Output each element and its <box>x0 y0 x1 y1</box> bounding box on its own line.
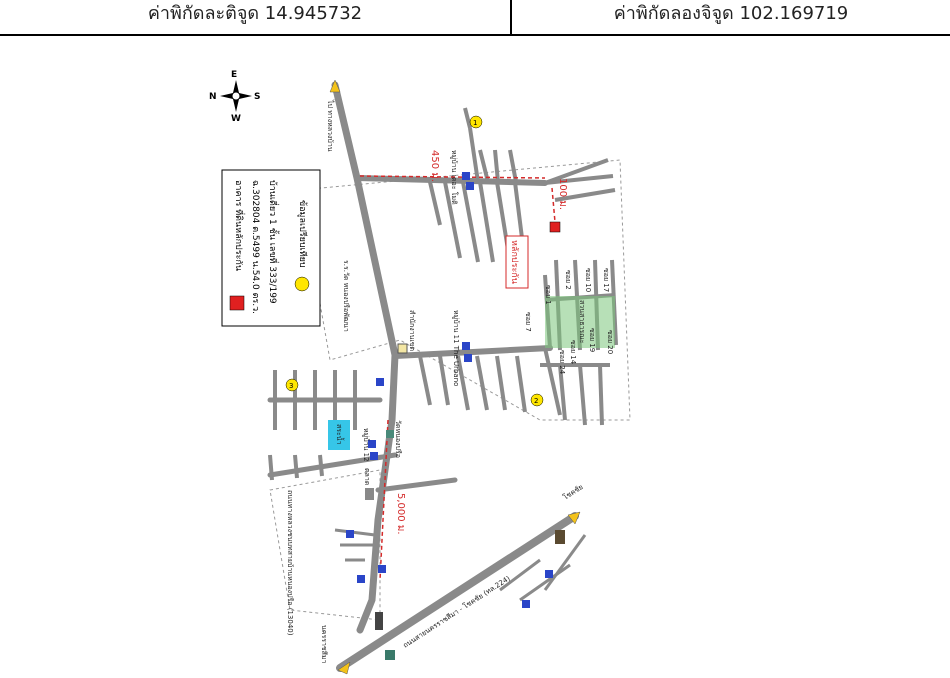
label-soi-17: ซอย 17 <box>602 268 610 292</box>
road-to-market <box>375 477 458 493</box>
house-icon <box>466 182 474 190</box>
house-icon <box>462 342 470 350</box>
compass-w: W <box>231 114 241 124</box>
village-icons <box>346 172 553 608</box>
label-soi-20: ซอย 20 <box>606 330 614 354</box>
label-chokchai: โชคชัย <box>561 482 584 502</box>
legend-subject-swatch <box>229 295 245 311</box>
temple-icon <box>386 430 394 438</box>
collateral-label-box <box>505 235 529 289</box>
distance-5000: 5,000 ม. <box>395 493 406 535</box>
comparable-number-3: 3 <box>289 382 293 390</box>
comparable-markers <box>285 115 544 407</box>
compass-n: N <box>209 92 217 102</box>
label-soi-7: ซอย 7 <box>524 312 532 332</box>
house-icon <box>378 565 386 573</box>
legend-comparable-label: ข้อมูลเปรียบเทียบ <box>297 200 308 268</box>
comparable-marker-2 <box>530 393 544 407</box>
label-road-side: ถนนทางหลวงชนบทสายบ้านหนองปรือ (13040) <box>286 490 294 636</box>
label-market: ตลาด <box>363 468 371 485</box>
market-icon <box>365 488 374 500</box>
label-village-mid: หมู่บ้าน 11 The Urbano <box>452 310 460 386</box>
label-soi-1: ซอย 1 <box>544 285 552 305</box>
label-soi-10: ซอย 10 <box>584 268 592 292</box>
distance-450: 450 ม. <box>429 150 440 182</box>
distance-lines <box>359 175 556 581</box>
compass-e: E <box>231 70 237 80</box>
legend-comparable-swatch <box>294 276 310 292</box>
house-icon <box>462 172 470 180</box>
lanes-mid <box>418 259 618 426</box>
area-boundary-2 <box>269 469 381 621</box>
longitude-label: ค่าพิกัดลองจิจูด 102.169719 <box>613 3 849 24</box>
label-temple: วัดหนองปรือ <box>394 420 402 458</box>
bank-icon <box>555 530 565 544</box>
label-school: ร.ร.วัด หนองปรือพัฒนา <box>342 260 350 332</box>
legend-subject-detail-2: บ้านเดี่ยว 1 ชั้น เลขที่ 333/199 <box>267 180 280 304</box>
comparable-number-1: 1 <box>473 119 477 127</box>
subdistrict-office-icon <box>397 343 408 354</box>
location-map: 450 ม. 100 ม. 5,000 ม. หลักประกัน 1 2 3 <box>209 70 631 675</box>
road-main-north <box>331 81 399 634</box>
legend-box <box>221 169 321 327</box>
house-icon <box>370 452 378 460</box>
comparable-marker-1 <box>469 115 483 129</box>
label-soi-24: ซอย 24 <box>558 350 566 375</box>
latitude-label: ค่าพิกัดละติจูด 14.945732 <box>147 3 363 24</box>
label-village-top: หมู่บ้าน เดอะ โมดิ <box>450 150 459 205</box>
arrow-south-west-icon <box>337 661 351 675</box>
road-highway-224 <box>336 512 579 672</box>
house-icon <box>545 570 553 578</box>
subject-property-marker <box>549 221 561 233</box>
comparable-number-2: 2 <box>534 397 538 405</box>
house-icon <box>376 378 384 386</box>
arrow-north-icon <box>329 79 341 93</box>
house-icon <box>357 575 365 583</box>
collateral-label: หลักประกัน <box>509 240 519 284</box>
label-pond: สระน้ำ <box>335 424 346 445</box>
compass-rose <box>220 80 252 112</box>
label-subdistrict: สำนักงานเขต <box>408 310 416 352</box>
label-village-12: หมู่บ้าน 12 <box>362 428 370 462</box>
legend-subject-detail-1: ฉ.302804 ต.5499 น.54.0 ตร.ว. <box>250 180 260 314</box>
comparable-marker-3 <box>285 378 299 392</box>
house-icon <box>522 600 530 608</box>
label-to-chokchai: ไป ทางหลวงบ้าน <box>326 99 335 152</box>
school-icon <box>375 612 383 630</box>
pond <box>328 420 350 450</box>
gas-station-icon <box>385 650 395 660</box>
house-icon <box>346 530 354 538</box>
house-icon <box>368 440 376 448</box>
compass-s: S <box>254 92 260 102</box>
house-icon <box>464 354 472 362</box>
park-area <box>545 296 615 348</box>
legend-subject-title: อาคาร ที่ดินหลักประกัน <box>233 180 246 271</box>
label-soi-19: ซอย 19 <box>588 328 596 352</box>
header-divider <box>510 0 512 34</box>
label-soi-2: ซอย 2 <box>564 270 572 290</box>
road-soi-mid <box>392 345 553 359</box>
label-soi-14: ซอย 14 <box>569 340 577 365</box>
label-road-main: ถนนสายนครราชสีมา - โชคชัย (ทล.224) <box>401 573 512 649</box>
distance-100: 100 ม. <box>557 178 568 210</box>
label-park: สวนสาธารณะ <box>578 300 586 344</box>
coordinate-header: ค่าพิกัดละติจูด 14.945732 ค่าพิกัดลองจิจ… <box>0 0 950 36</box>
lanes-south <box>334 528 587 602</box>
label-korat: นครราชสีมา <box>320 625 328 664</box>
arrow-east-icon <box>567 511 581 525</box>
